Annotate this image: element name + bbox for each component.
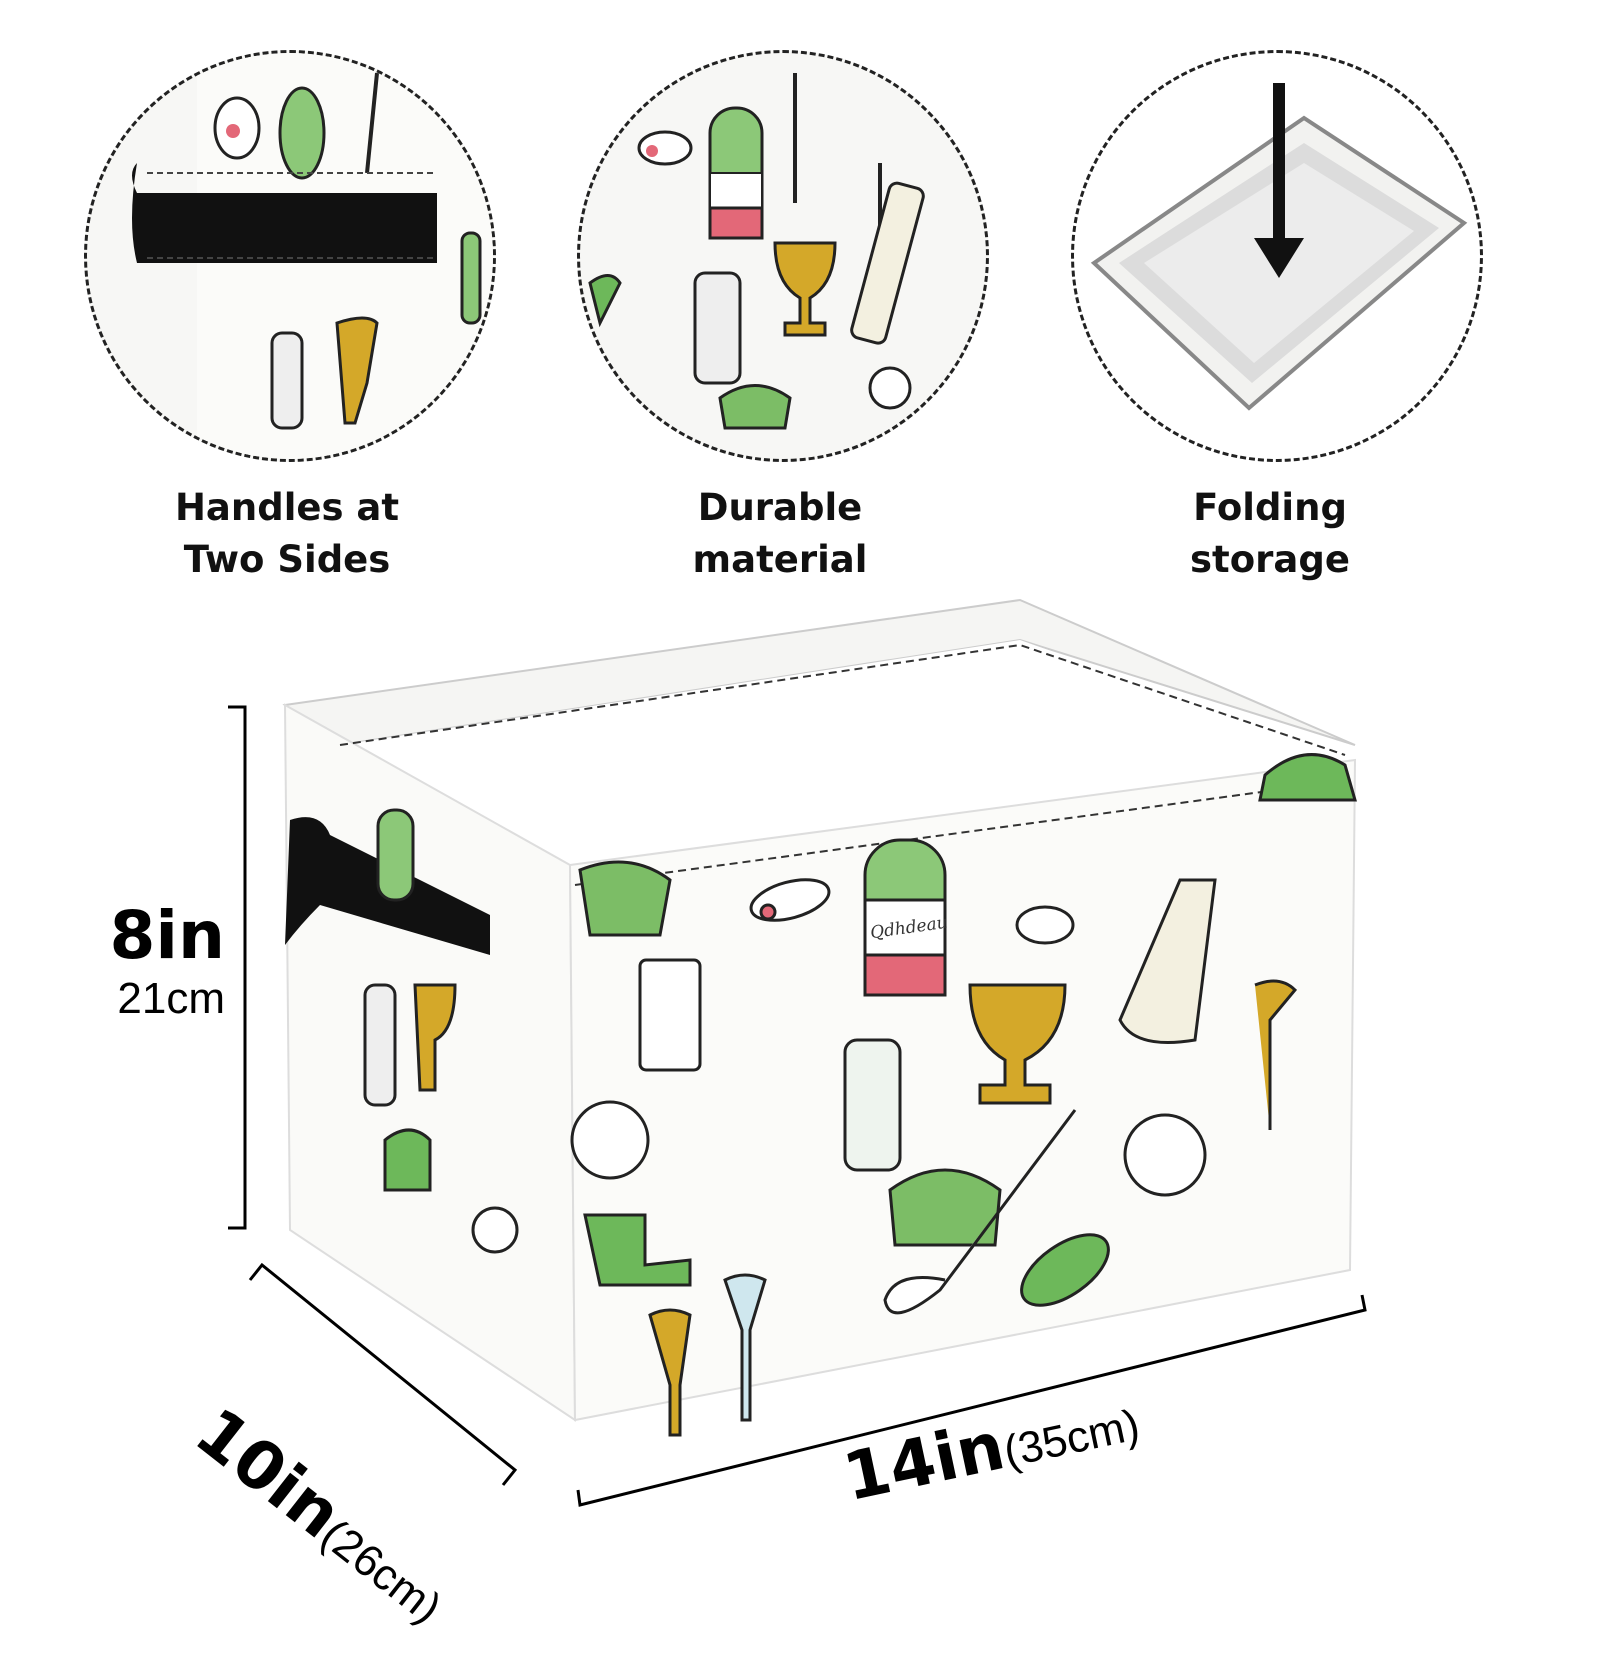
height-inches: 8in xyxy=(109,897,225,974)
feature-label-material: Durable material xyxy=(630,482,930,586)
width-dimension: 14in(35cm) xyxy=(837,1379,1145,1516)
handles-detail-image xyxy=(84,50,496,462)
folded-basket-icon xyxy=(1090,83,1468,411)
width-inches: 14in xyxy=(836,1407,1011,1517)
height-cm: 21cm xyxy=(117,974,225,1023)
label-line: Two Sides xyxy=(183,538,391,581)
feature-label-handles: Handles at Two Sides xyxy=(137,482,437,586)
label-line: Folding xyxy=(1193,486,1347,529)
golf-pattern-icon xyxy=(132,53,493,459)
handle-icon xyxy=(132,163,437,263)
depth-dimension: 10in(26cm) xyxy=(181,1393,488,1657)
label-line: Durable xyxy=(697,486,863,529)
depth-cm: (26cm) xyxy=(312,1509,451,1633)
material-detail-image xyxy=(577,50,989,462)
golf-pattern-icon xyxy=(588,73,925,430)
label-line: Handles at xyxy=(174,486,400,529)
label-line: material xyxy=(692,538,868,581)
label-line: storage xyxy=(1190,538,1350,581)
folding-detail-image xyxy=(1071,50,1483,462)
height-dimension: 8in 21cm xyxy=(70,895,225,1021)
print-text: Qdhdeau xyxy=(868,912,949,944)
feature-label-folding: Folding storage xyxy=(1120,482,1420,586)
handle-icon xyxy=(285,817,490,955)
width-cm: (35cm) xyxy=(999,1400,1144,1477)
